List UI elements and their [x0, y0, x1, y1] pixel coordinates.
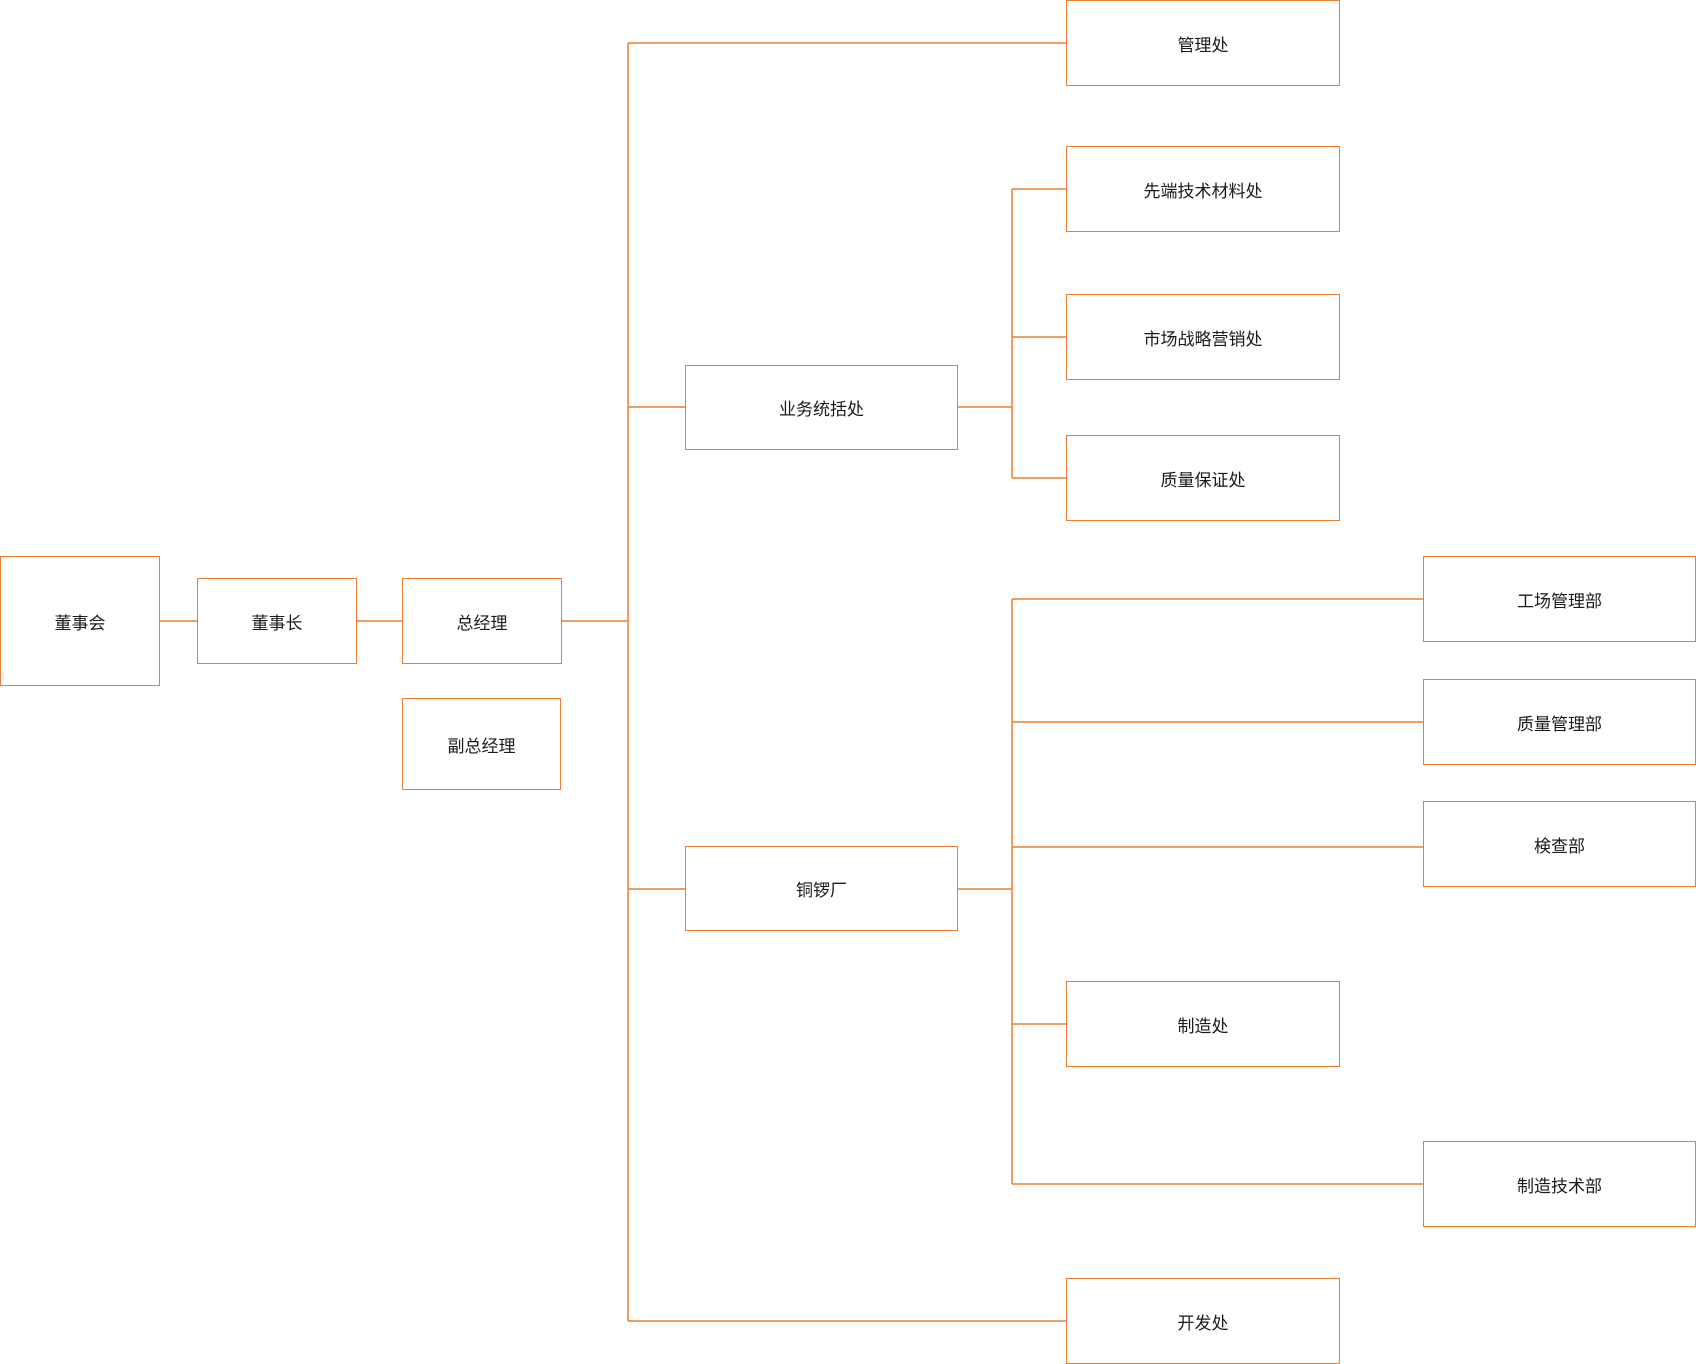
node-advanced-materials-office-label: 先端技术材料处: [1143, 181, 1263, 202]
node-development-office[interactable]: 开发处: [1066, 1278, 1340, 1364]
node-board[interactable]: 董事会: [0, 556, 160, 686]
node-copper-plant[interactable]: 铜锣厂: [685, 846, 958, 931]
node-management-office-label: 管理处: [1177, 35, 1229, 56]
node-chairman-label: 董事长: [251, 613, 303, 634]
node-quality-management-dept-label: 质量管理部: [1517, 714, 1602, 735]
node-deputy-general-manager-label: 副总经理: [447, 736, 516, 757]
node-inspection-dept[interactable]: 検查部: [1423, 801, 1696, 887]
node-factory-management-dept-label: 工场管理部: [1517, 591, 1602, 612]
node-deputy-general-manager[interactable]: 副总经理: [402, 698, 561, 790]
node-general-manager-label: 总经理: [456, 613, 508, 634]
node-general-manager[interactable]: 总经理: [402, 578, 562, 664]
node-management-office[interactable]: 管理处: [1066, 0, 1340, 86]
node-business-office-label: 业务统括处: [779, 400, 864, 420]
node-advanced-materials-office[interactable]: 先端技术材料处: [1066, 146, 1340, 232]
node-inspection-dept-label: 検查部: [1534, 836, 1585, 857]
node-quality-assurance-office-label: 质量保证处: [1160, 470, 1246, 491]
node-chairman[interactable]: 董事长: [197, 578, 357, 664]
node-board-label: 董事会: [54, 613, 106, 634]
node-business-office[interactable]: 业务统括处: [685, 365, 958, 450]
node-quality-assurance-office[interactable]: 质量保证处: [1066, 435, 1340, 521]
node-manufacturing-office[interactable]: 制造处: [1066, 981, 1340, 1067]
node-quality-management-dept[interactable]: 质量管理部: [1423, 679, 1696, 765]
node-manufacturing-office-label: 制造处: [1177, 1016, 1229, 1037]
node-marketing-office[interactable]: 市场战略营销处: [1066, 294, 1340, 380]
node-manufacturing-tech-dept[interactable]: 制造技术部: [1423, 1141, 1696, 1227]
node-marketing-office-label: 市场战略营销处: [1143, 329, 1263, 350]
node-development-office-label: 开发处: [1177, 1313, 1229, 1334]
node-manufacturing-tech-dept-label: 制造技术部: [1517, 1176, 1602, 1197]
node-factory-management-dept[interactable]: 工场管理部: [1423, 556, 1696, 642]
node-copper-plant-label: 铜锣厂: [796, 881, 847, 901]
